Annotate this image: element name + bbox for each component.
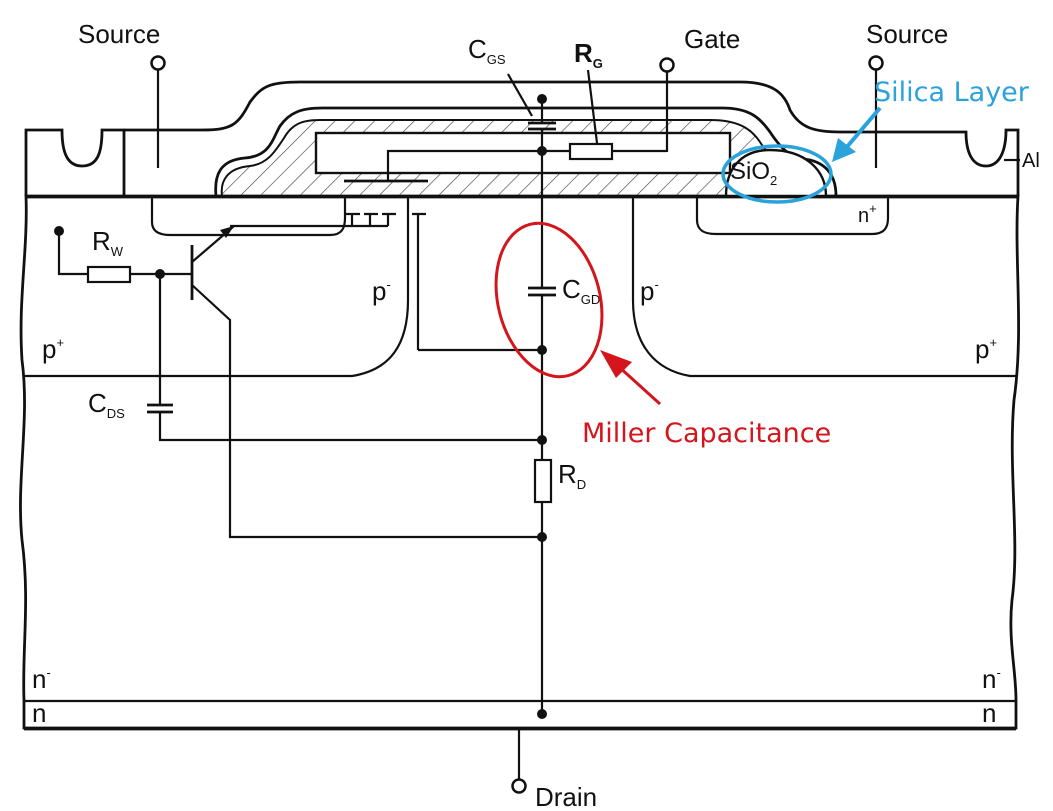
bjt-emitter-arrow — [220, 226, 234, 238]
source-left-label: Source — [78, 19, 160, 49]
rw-resistor — [86, 265, 132, 284]
aluminium-top-left — [124, 80, 1020, 196]
sio2-label: SiO2 — [730, 158, 777, 188]
cds-label: CDS — [88, 388, 125, 421]
terminals: Source Source Gate Drain — [78, 19, 948, 811]
al-label: Al — [1022, 150, 1040, 172]
drain-channel-contact — [412, 212, 426, 350]
n-left-label: n — [32, 698, 46, 728]
silica-layer-arrow-shaft — [844, 106, 882, 150]
source-right-label: Source — [866, 19, 948, 49]
equivalent-circuit — [54, 69, 667, 719]
cgs-label: CGS — [468, 34, 506, 67]
p-minus-left-label: p- — [372, 276, 391, 306]
silica-layer-arrow-head — [832, 138, 856, 162]
n-plus-label: n+ — [858, 201, 877, 227]
drain-contact-node — [537, 709, 547, 719]
cgs-top-node — [537, 94, 547, 104]
die-outline — [19, 194, 1020, 730]
miller-arrow-shaft — [616, 364, 662, 406]
channel-contact-2 — [364, 212, 378, 226]
rg-label: RG — [574, 38, 603, 71]
source-left-terminal — [150, 55, 166, 71]
channel-contact-3 — [382, 212, 396, 226]
labels: CGS RG RW CGD CDS RD SiO2 Al n+ p- p- p+… — [32, 34, 1040, 728]
n-minus-left-label: n- — [32, 664, 51, 694]
cds-bottom-wire — [158, 412, 542, 442]
source-right-terminal — [868, 55, 884, 71]
channel-contact-1 — [346, 212, 360, 226]
cgd-label: CGD — [562, 274, 600, 307]
silica-layer-ellipse — [721, 144, 833, 204]
rd-resistor — [533, 458, 553, 504]
left-p-well — [24, 198, 410, 378]
p-plus-right-label: p+ — [975, 334, 997, 364]
drain-label: Drain — [535, 782, 597, 811]
rg-resistor — [568, 142, 614, 161]
rw-label: RW — [92, 226, 124, 259]
cgs-label-pointer — [507, 73, 533, 117]
silica-layer-label: Silica Layer — [874, 77, 1030, 108]
n-right-label: n — [982, 698, 996, 728]
bjt-collector-wire — [191, 284, 542, 539]
right-p-well — [631, 198, 1016, 378]
p-minus-right-label: p- — [640, 276, 659, 306]
gate-terminal — [659, 57, 675, 73]
top-structure — [24, 80, 1020, 199]
right-n-plus-region — [695, 198, 890, 236]
left-n-plus-region — [150, 198, 347, 237]
gate-internal-wire — [386, 149, 542, 181]
annotations: Silica Layer Miller Capacitance — [494, 77, 1030, 449]
miller-arrow-head — [600, 350, 632, 378]
rd-label: RD — [558, 459, 586, 492]
miller-capacitance-ellipse — [494, 221, 604, 379]
sio2-region — [724, 148, 828, 198]
miller-capacitance-label: Miller Capacitance — [582, 418, 831, 449]
n-minus-right-label: n- — [982, 664, 1001, 694]
aluminium-layer — [24, 128, 126, 196]
oxide-outline — [214, 106, 838, 197]
rg-label-pointer — [586, 69, 599, 144]
drain-terminal — [511, 778, 527, 794]
semiconductor-body — [19, 194, 1020, 731]
gate-label: Gate — [684, 24, 740, 54]
rw-left-wire — [57, 231, 88, 276]
p-plus-left-label: p+ — [42, 334, 64, 364]
polysilicon-gate — [314, 131, 732, 175]
